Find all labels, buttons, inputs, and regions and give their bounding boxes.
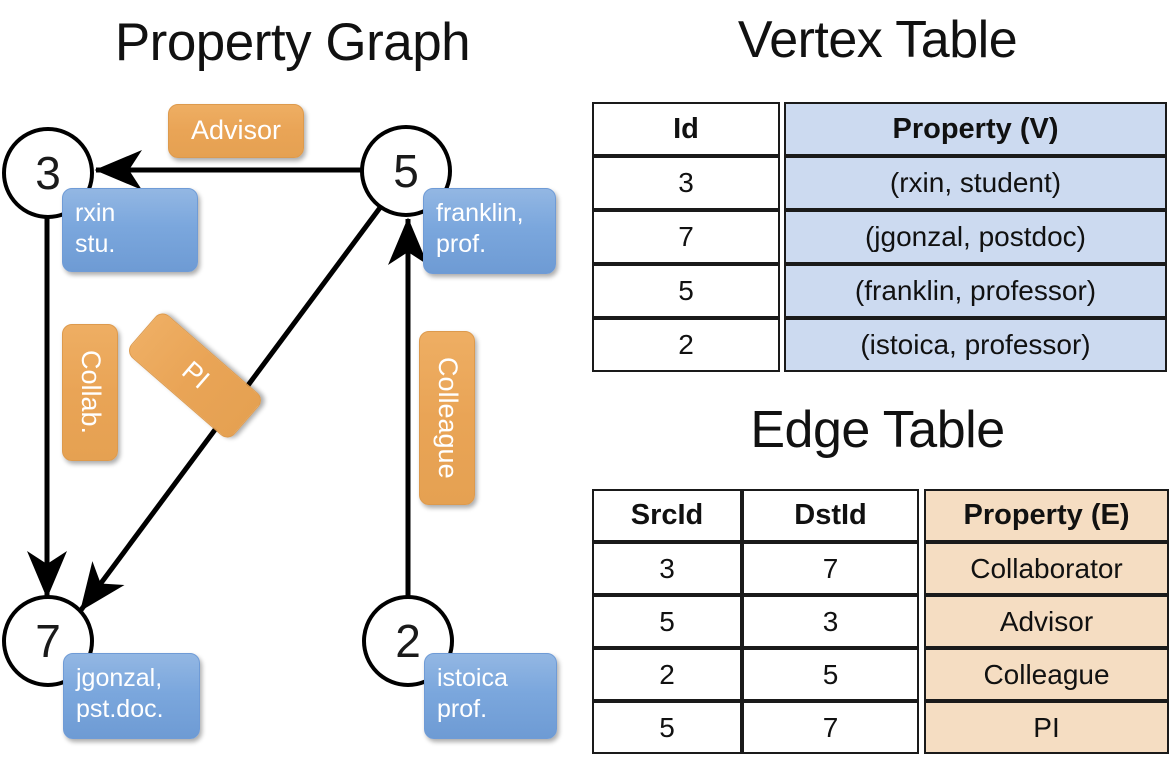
edge-cell-dstid: 5: [742, 648, 919, 701]
page-title-edge-table: Edge Table: [750, 401, 1005, 459]
graph-node-2[interactable]: 2: [362, 595, 454, 687]
edge-cell-property: Colleague: [924, 648, 1169, 701]
graph-node-5-id: 5: [393, 145, 419, 197]
table-row: 5 3 Advisor: [592, 595, 1169, 648]
graph-node-7-property-box: jgonzal, pst.doc.: [63, 653, 200, 739]
graph-node-7-id: 7: [35, 615, 61, 667]
vertex-table-header-property: Property (V): [784, 102, 1167, 156]
edge-table-header-dstid: DstId: [742, 489, 919, 542]
vertex-table: Id Property (V) 3 (rxin, student) 7 (jgo…: [592, 102, 1167, 372]
table-row: 2 (istoica, professor): [592, 318, 1167, 372]
property-graph-diagram: 3 rxin stu. 5 franklin, prof. 7 jgonzal,…: [2, 104, 557, 739]
vertex-cell-property: (jgonzal, postdoc): [784, 210, 1167, 264]
graph-node-3-id: 3: [35, 147, 61, 199]
edge-cell-property: PI: [924, 701, 1169, 754]
edge-table-header-srcid: SrcId: [592, 489, 742, 542]
table-row: 5 7 PI: [592, 701, 1169, 754]
edge-cell-srcid: 3: [592, 542, 742, 595]
graph-node-5-property-box: franklin, prof.: [423, 188, 556, 274]
table-row: 3 (rxin, student): [592, 156, 1167, 210]
table-row: 2 5 Colleague: [592, 648, 1169, 701]
vertex-cell-id: 2: [592, 318, 780, 372]
table-row: 7 (jgonzal, postdoc): [592, 210, 1167, 264]
graph-node-3-property-box: rxin stu.: [62, 188, 198, 272]
edge-table-header-property: Property (E): [924, 489, 1169, 542]
edge-label-collab: Collab.: [62, 324, 118, 461]
vertex-cell-id: 7: [592, 210, 780, 264]
vertex-cell-id: 3: [592, 156, 780, 210]
page-title-vertex-table: Vertex Table: [737, 11, 1018, 69]
edge-table: SrcId DstId Property (E) 3 7 Collaborato…: [592, 489, 1169, 754]
edge-cell-property: Advisor: [924, 595, 1169, 648]
vertex-cell-property: (istoica, professor): [784, 318, 1167, 372]
graph-node-5[interactable]: 5: [360, 125, 452, 217]
page-title-property-graph: Property Graph: [114, 13, 471, 72]
edge-cell-dstid: 7: [742, 542, 919, 595]
edge-cell-property: Collaborator: [924, 542, 1169, 595]
edge-label-advisor: Advisor: [168, 104, 304, 158]
table-row: 3 7 Collaborator: [592, 542, 1169, 595]
table-row: 5 (franklin, professor): [592, 264, 1167, 318]
vertex-cell-id: 5: [592, 264, 780, 318]
edge-cell-dstid: 7: [742, 701, 919, 754]
edge-label-colleague: Colleague: [419, 331, 475, 505]
edge-table-header-row: SrcId DstId Property (E): [592, 489, 1169, 542]
edge-cell-srcid: 5: [592, 701, 742, 754]
vertex-table-header-row: Id Property (V): [592, 102, 1167, 156]
vertex-cell-property: (franklin, professor): [784, 264, 1167, 318]
edge-cell-srcid: 5: [592, 595, 742, 648]
edge-cell-dstid: 3: [742, 595, 919, 648]
graph-node-2-property-box: istoica prof.: [424, 653, 557, 739]
graph-node-2-id: 2: [395, 615, 421, 667]
edge-cell-srcid: 2: [592, 648, 742, 701]
vertex-table-header-id: Id: [592, 102, 780, 156]
vertex-cell-property: (rxin, student): [784, 156, 1167, 210]
